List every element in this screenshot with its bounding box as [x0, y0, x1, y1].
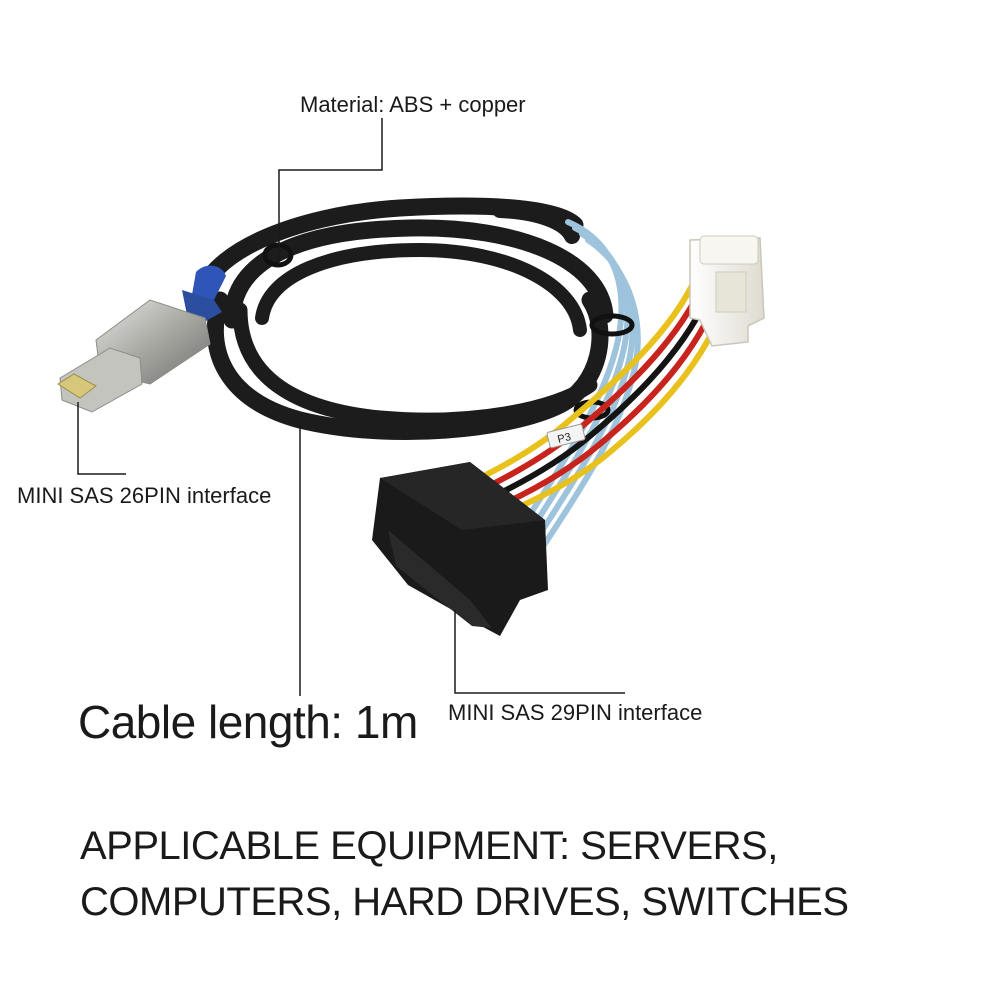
material-callout-line	[278, 118, 383, 264]
p3-tag: P3	[546, 423, 586, 449]
black-cable-coil	[191, 197, 614, 441]
mini-sas-26pin-label: MINI SAS 26PIN interface	[17, 483, 272, 508]
material-label: Material: ABS + copper	[300, 92, 526, 117]
26pin-callout-line	[77, 402, 126, 475]
cable-length-label: Cable length: 1m	[78, 696, 418, 748]
callout-lines	[77, 118, 625, 696]
29pin-callout-line	[454, 610, 625, 694]
mini-sas-29pin-label: MINI SAS 29PIN interface	[448, 700, 703, 725]
mini-sas-29pin-connector	[372, 462, 548, 636]
equipment-line-1: APPLICABLE EQUIPMENT: SERVERS,	[80, 824, 778, 868]
equipment-line-2: COMPUTERS, HARD DRIVES, SWITCHES	[80, 880, 849, 924]
applicable-equipment-text: APPLICABLE EQUIPMENT: SERVERS, COMPUTERS…	[80, 818, 849, 930]
mini-sas-26pin-connector	[57, 265, 226, 413]
svg-text:P3: P3	[556, 431, 572, 446]
molex-connector	[689, 235, 765, 347]
